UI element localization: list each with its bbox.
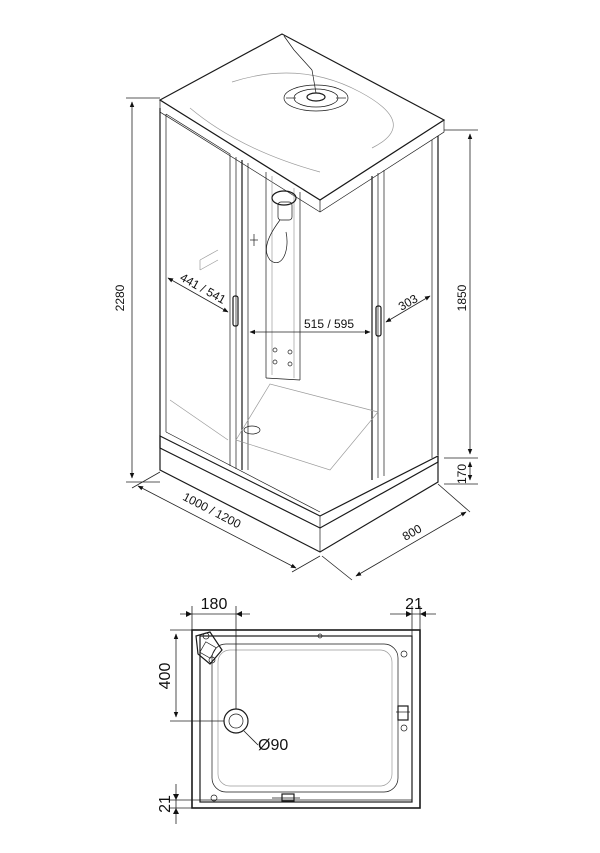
- rain-shower-head-icon: [283, 35, 349, 112]
- label-drain-diameter: Ø90: [258, 737, 288, 754]
- plan-view: Ø90 180 21 400: [157, 596, 436, 824]
- label-drain-offset: 400: [157, 663, 174, 690]
- dimension-side-panel: 441 / 541: [167, 270, 229, 313]
- dimension-corner-offset: 180: [180, 596, 250, 709]
- label-tray-height: 170: [455, 464, 469, 484]
- shower-tray: [159, 383, 439, 553]
- label-wall-offset: 21: [405, 596, 423, 613]
- door-frame-left: [241, 160, 249, 470]
- dimension-end-panel: 303: [385, 291, 431, 323]
- door-handle-left: [232, 295, 239, 327]
- tray-basin: [211, 643, 399, 793]
- label-door-opening: 515 / 595: [304, 317, 354, 331]
- right-rear-post: [431, 136, 439, 458]
- left-side-panel: [165, 113, 237, 469]
- tray-outline: [191, 629, 421, 809]
- hand-shower-icon: [250, 190, 297, 263]
- dimension-wall-offset: 21: [390, 596, 436, 636]
- back-wall-column: [265, 172, 301, 381]
- dimension-total-height: 2280: [113, 97, 160, 483]
- label-width: 1000 / 1200: [180, 490, 243, 532]
- label-end-panel: 303: [396, 291, 421, 313]
- dimension-drain-offset: 400: [157, 629, 224, 722]
- dimension-panel-height: 1850: [444, 129, 478, 459]
- corner-column-icon: [195, 631, 223, 665]
- door-track-markers: [200, 633, 413, 802]
- label-side-panel: 441 / 541: [178, 270, 229, 307]
- door-handle-right: [375, 305, 382, 337]
- label-panel-height: 1850: [455, 284, 469, 311]
- door-frame-right: [371, 170, 385, 480]
- isometric-view: 2280 1850 170 1000 / 1200 800: [113, 33, 478, 581]
- dimension-bottom-offset: 21: [157, 784, 200, 824]
- left-front-post: [159, 108, 167, 436]
- dimension-width: 1000 / 1200: [131, 471, 321, 573]
- dimension-depth: 800: [321, 483, 471, 581]
- drain-icon: [223, 708, 259, 746]
- label-bottom-offset: 21: [157, 795, 174, 813]
- label-corner-offset: 180: [201, 596, 228, 613]
- label-depth: 800: [400, 521, 425, 543]
- roof-panel: [158, 33, 446, 213]
- label-total-height: 2280: [113, 284, 127, 311]
- dimension-door-opening: 515 / 595: [249, 317, 371, 335]
- dimension-tray-height: 170: [444, 461, 478, 485]
